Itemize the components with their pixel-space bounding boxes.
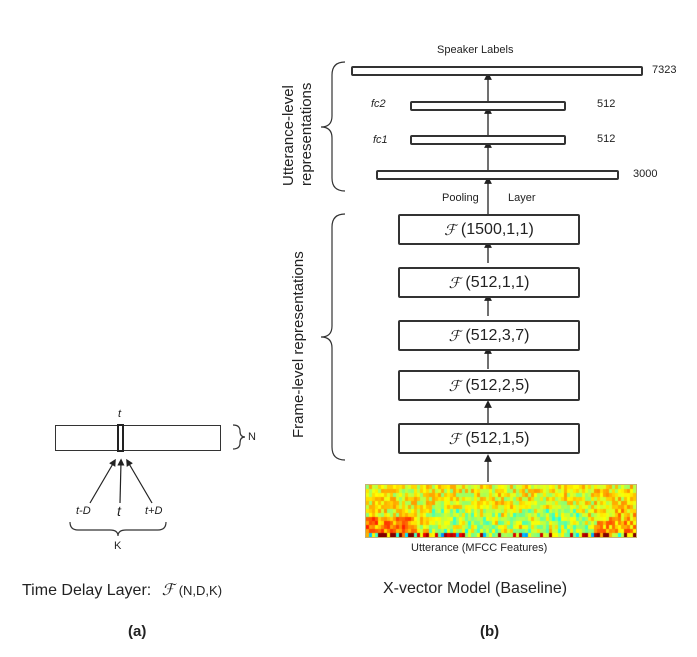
arrow-t-plus-d	[126, 458, 153, 504]
fc1-bar	[410, 135, 566, 145]
top-t-label: t	[118, 408, 122, 420]
tdnn-params: (1500,1,1)	[460, 220, 534, 238]
panel-a-sublabel: (a)	[128, 623, 147, 640]
n-brace	[232, 424, 246, 450]
tdnn-symbol: ℱ	[448, 326, 461, 345]
tdnn-symbol: ℱ	[448, 273, 461, 292]
frame-level-label: Frame-level representations	[290, 251, 307, 438]
utterance-level-label: Utterance-level representations	[280, 83, 316, 186]
tdnn-params: (512,1,5)	[465, 429, 530, 447]
input-label: Utterance (MFCC Features)	[411, 542, 548, 554]
tdnn-symbol: ℱ	[448, 376, 461, 395]
arrow-t	[117, 458, 125, 504]
current-frame-cell	[117, 424, 124, 452]
output-layer-size: 7323	[652, 64, 677, 76]
panel-b-sublabel: (b)	[480, 623, 500, 640]
tdnn-symbol: ℱ	[448, 429, 461, 448]
frame-level-brace	[320, 213, 346, 461]
panel-a-caption-symbol: ℱ	[161, 580, 175, 599]
n-label: N	[248, 431, 256, 443]
pooling-label-left: Pooling	[442, 192, 479, 204]
fc1-size: 512	[597, 133, 616, 145]
tdnn-symbol: ℱ	[444, 220, 456, 239]
tdnn-params: (512,2,5)	[465, 376, 530, 394]
pooling-label-right: Layer	[508, 192, 536, 204]
tdnn-params: (512,3,7)	[465, 326, 530, 344]
input-t: t	[117, 503, 121, 519]
arrow-t-minus-d	[89, 458, 116, 504]
tdnn-layer-1: ℱ (512,1,5)	[398, 423, 580, 454]
fc2-label: fc2	[371, 98, 386, 110]
input-t-minus-d: t-D	[76, 505, 91, 517]
output-layer-bar	[351, 66, 643, 76]
tdnn-layer-2: ℱ (512,2,5)	[398, 370, 580, 401]
input-sequence-bar	[55, 425, 221, 451]
tdnn-layer-4: ℱ (512,1,1)	[398, 267, 580, 298]
k-label: K	[114, 540, 122, 552]
fc1-label: fc1	[373, 134, 388, 146]
fc2-bar	[410, 101, 566, 111]
mfcc-spectrogram	[365, 484, 637, 538]
panel-b-caption: X-vector Model (Baseline)	[383, 580, 568, 597]
utterance-level-label-line2: representations	[298, 82, 315, 186]
utterance-level-brace	[320, 61, 346, 192]
utterance-level-label-line1: Utterance-level	[280, 85, 297, 186]
tdnn-params: (512,1,1)	[465, 273, 530, 291]
panel-a-caption-text: Time Delay Layer:	[22, 582, 152, 599]
fc2-size: 512	[597, 98, 616, 110]
input-t-plus-d: t+D	[145, 505, 163, 517]
speaker-labels-title: Speaker Labels	[437, 44, 514, 56]
pooled-embedding-bar	[376, 170, 619, 180]
tdnn-layer-3: ℱ (512,3,7)	[398, 320, 580, 351]
k-brace	[69, 521, 167, 537]
panel-a-caption: Time Delay Layer: ℱ (N,D,K)	[22, 580, 222, 600]
pooled-embedding-size: 3000	[633, 168, 658, 180]
tdnn-layer-5: ℱ (1500,1,1)	[398, 214, 580, 245]
panel-a-caption-args: (N,D,K)	[178, 583, 223, 598]
